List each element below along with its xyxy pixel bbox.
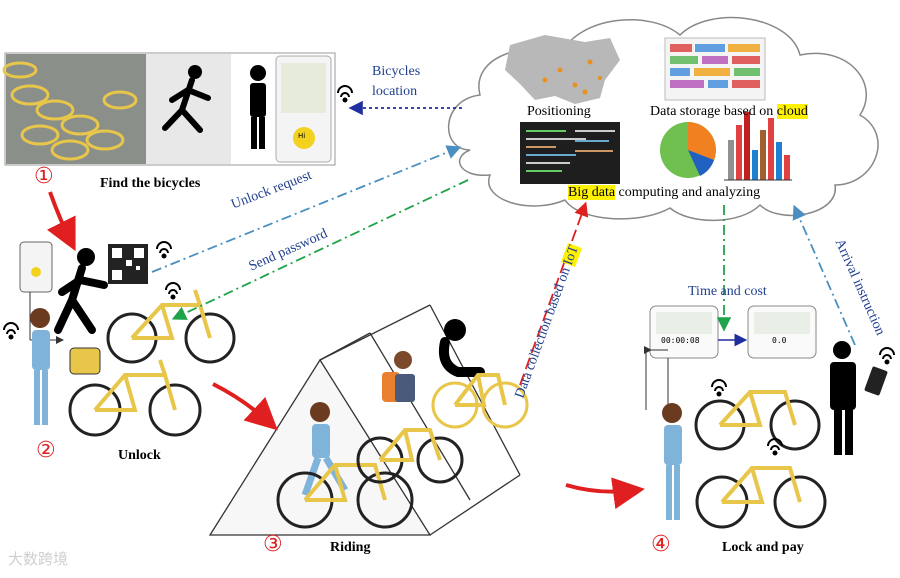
- lock-pay-scene: [644, 305, 888, 520]
- wifi-icon: [337, 85, 353, 103]
- positioning-map-image: [505, 35, 620, 104]
- riding-man: [356, 351, 464, 484]
- label-riding: Riding: [330, 540, 371, 555]
- data-storage-image: [664, 37, 766, 101]
- screen-right-cost: 0.0: [772, 336, 787, 345]
- screen-left-timer: 00:00:08: [661, 336, 700, 345]
- wifi-icon: [3, 241, 181, 340]
- watermark: 大数跨境: [8, 550, 69, 568]
- step-number-4: ④: [651, 532, 671, 557]
- label-data-storage: Data storage based on cloud: [650, 104, 808, 119]
- label-positioning: Positioning: [527, 104, 591, 119]
- label-big-data: Big data computing and analyzing: [568, 185, 761, 200]
- unlock-bicycle-bottom: [68, 359, 202, 437]
- find-bicycles-panel: [2, 52, 336, 166]
- step-number-3: ③: [263, 532, 283, 557]
- phone-screen-text: Hi: [298, 132, 306, 140]
- riding-prism: [208, 304, 521, 536]
- label-lock-and-pay: Lock and pay: [722, 540, 804, 555]
- unlock-scene: [19, 241, 148, 425]
- step-number-1: ①: [34, 164, 54, 189]
- code-screen-image: [520, 122, 620, 184]
- pie-chart-image: [660, 122, 716, 178]
- riding-woman: [276, 402, 414, 529]
- lock-bicycle-bottom: [695, 466, 827, 529]
- step-number-2: ②: [36, 438, 56, 463]
- label-find-bicycles: Find the bicycles: [100, 176, 201, 191]
- bar-chart-image: [724, 112, 792, 181]
- label-unlock: Unlock: [118, 448, 161, 463]
- lock-bicycle-top: [694, 390, 821, 451]
- unlock-bicycle-top: [106, 289, 236, 364]
- label-time-and-cost: Time and cost: [688, 284, 767, 299]
- riding-silhouette: [431, 319, 529, 429]
- flow-arrows: [46, 100, 856, 510]
- wifi-icon: [711, 347, 895, 456]
